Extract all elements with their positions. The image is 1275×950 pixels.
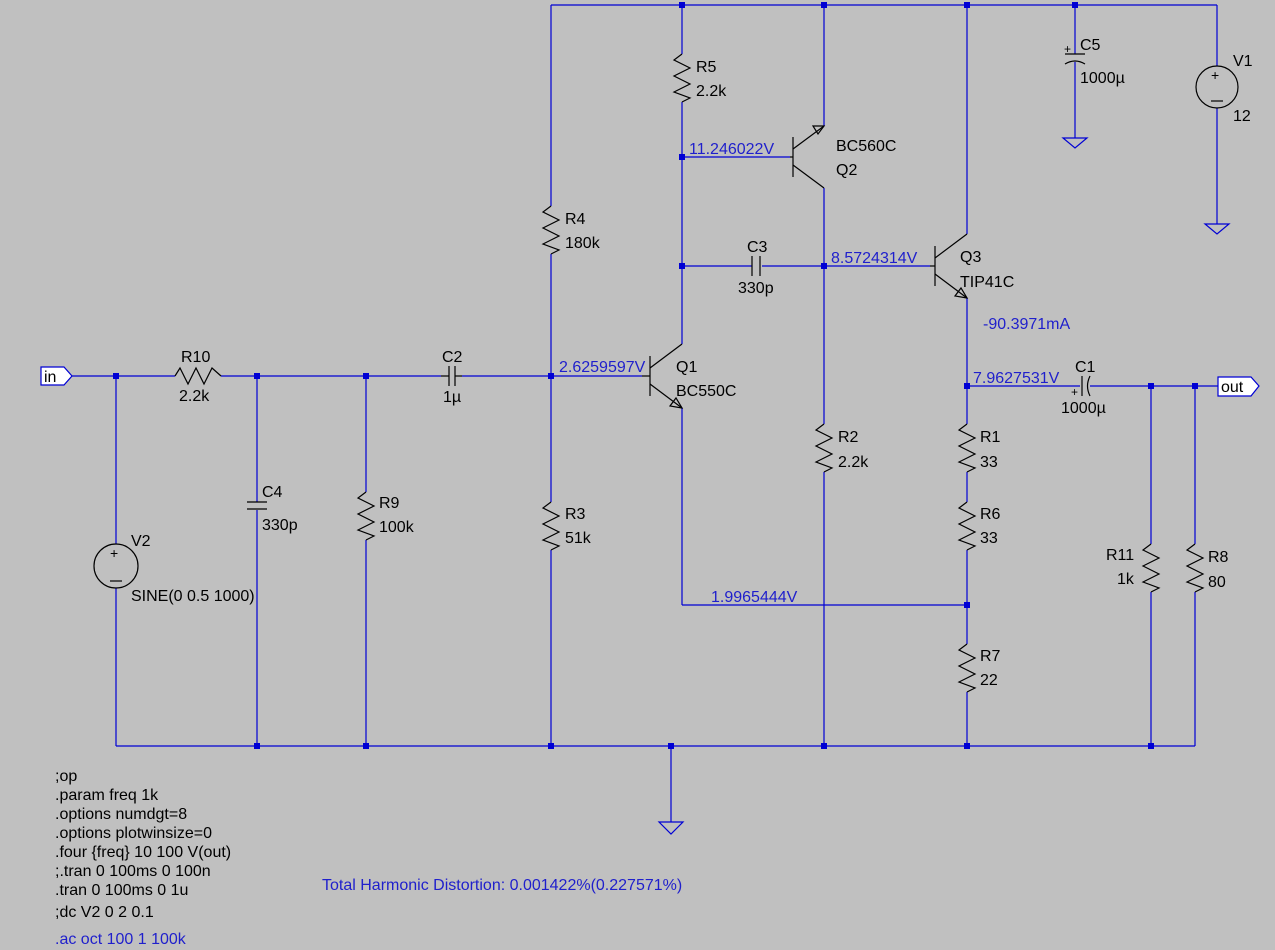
svg-text:2.2k: 2.2k [696, 83, 727, 100]
ground-icon [657, 821, 685, 835]
resistor-r4[interactable]: R4 180k [541, 205, 601, 255]
svg-text:1000µ: 1000µ [1080, 70, 1125, 87]
svg-text:V1: V1 [1233, 53, 1253, 70]
spice-directives[interactable]: ;op .param freq 1k .options numdgt=8 .op… [55, 768, 231, 948]
svg-text:33: 33 [980, 454, 998, 471]
svg-text:80: 80 [1208, 574, 1226, 591]
svg-text:Q3: Q3 [960, 249, 981, 266]
voltage-source-v1[interactable]: + V1 12 [1195, 53, 1253, 125]
svg-text:Q1: Q1 [676, 359, 697, 376]
svg-text:C3: C3 [747, 239, 768, 256]
transistor-q3[interactable]: Q3 TIP41C [930, 233, 1014, 299]
resistor-r2[interactable]: R2 2.2k [814, 423, 869, 473]
svg-text:R4: R4 [565, 211, 586, 228]
svg-text:R3: R3 [565, 506, 586, 523]
svg-text:C4: C4 [262, 484, 283, 501]
svg-text:330p: 330p [262, 517, 298, 534]
svg-text:330p: 330p [738, 280, 774, 297]
ground-icon [1061, 137, 1089, 149]
svg-text:100k: 100k [379, 519, 415, 536]
svg-text:R9: R9 [379, 495, 400, 512]
svg-text:R5: R5 [696, 59, 717, 76]
svg-text:1k: 1k [1117, 571, 1135, 588]
svg-text:51k: 51k [565, 530, 592, 547]
directive-tran-commented: ;.tran 0 100ms 0 100n [55, 863, 211, 880]
resistor-r1[interactable]: R1 33 [957, 423, 1001, 473]
resistor-r7[interactable]: R7 22 [957, 643, 1001, 693]
transistor-q1[interactable]: Q1 BC550C [642, 343, 736, 409]
svg-text:C1: C1 [1075, 359, 1096, 376]
capacitor-c2[interactable]: C2 1µ [441, 349, 463, 406]
svg-text:R11: R11 [1106, 547, 1134, 564]
svg-text:R6: R6 [980, 506, 1001, 523]
svg-text:R7: R7 [980, 648, 1001, 665]
svg-text:1000µ: 1000µ [1061, 400, 1106, 417]
annotation-out-node: 7.9627531V [973, 370, 1060, 387]
svg-text:BC560C: BC560C [836, 138, 896, 155]
svg-text:SINE(0 0.5 1000): SINE(0 0.5 1000) [131, 588, 255, 605]
svg-text:33: 33 [980, 530, 998, 547]
directive-four: .four {freq} 10 100 V(out) [55, 844, 231, 861]
resistor-r11[interactable]: R11 1k [1106, 543, 1161, 593]
directive-param: .param freq 1k [55, 787, 159, 804]
junction-dots [113, 2, 1198, 749]
resistor-r3[interactable]: R3 51k [541, 501, 592, 551]
port-out[interactable]: out [1217, 376, 1260, 397]
directive-plotwinsize: .options plotwinsize=0 [55, 825, 212, 842]
svg-text:R8: R8 [1208, 549, 1229, 566]
directive-dc: ;dc V2 0 2 0.1 [55, 904, 154, 921]
resistor-r5[interactable]: R5 2.2k [672, 53, 727, 103]
capacitor-c3[interactable]: C3 330p [738, 239, 774, 297]
svg-text:+: + [1071, 385, 1078, 399]
directive-tran: .tran 0 100ms 0 1u [55, 882, 188, 899]
capacitor-c5[interactable]: + C5 1000µ [1064, 37, 1125, 87]
svg-text:Q2: Q2 [836, 162, 857, 179]
svg-text:R10: R10 [181, 349, 210, 366]
svg-text:+: + [110, 545, 118, 561]
svg-text:2.2k: 2.2k [838, 454, 869, 471]
ground-icon [1203, 223, 1231, 235]
svg-text:V2: V2 [131, 533, 151, 550]
transistor-q2[interactable]: BC560C Q2 [790, 125, 896, 189]
svg-text:R2: R2 [838, 429, 859, 446]
svg-text:180k: 180k [565, 235, 601, 252]
port-in[interactable]: in [40, 366, 73, 386]
svg-text:R1: R1 [980, 429, 1001, 446]
resistor-r9[interactable]: R9 100k [356, 491, 415, 541]
svg-text:TIP41C: TIP41C [960, 274, 1014, 291]
thd-result: Total Harmonic Distortion: 0.001422%(0.2… [322, 877, 682, 894]
voltage-source-v2[interactable]: + V2 SINE(0 0.5 1000) [93, 533, 255, 605]
directive-op: ;op [55, 768, 77, 785]
resistor-r6[interactable]: R6 33 [957, 501, 1001, 551]
svg-text:2.2k: 2.2k [179, 388, 210, 405]
annotation-q3-base: 8.5724314V [831, 250, 918, 267]
annotation-feedback-node: 1.9965444V [711, 589, 798, 606]
resistor-r8[interactable]: R8 80 [1185, 543, 1229, 593]
wires [72, 4, 1218, 822]
svg-text:C2: C2 [442, 349, 463, 366]
svg-text:+: + [1211, 67, 1219, 83]
svg-text:1µ: 1µ [443, 389, 461, 406]
annotation-q3-current: -90.3971mA [983, 316, 1070, 333]
svg-text:22: 22 [980, 672, 998, 689]
svg-text:in: in [44, 369, 56, 386]
directive-numdgt: .options numdgt=8 [55, 806, 187, 823]
svg-text:+: + [1064, 42, 1071, 56]
svg-text:BC550C: BC550C [676, 383, 736, 400]
capacitor-c1[interactable]: + C1 1000µ [1061, 359, 1106, 417]
annotation-q1-base: 2.6259597V [559, 359, 646, 376]
ground-symbols [657, 137, 1231, 835]
svg-text:out: out [1221, 379, 1244, 396]
directive-ac: .ac oct 100 1 100k [55, 931, 187, 948]
svg-text:C5: C5 [1080, 37, 1101, 54]
capacitor-c4[interactable]: C4 330p [247, 484, 298, 534]
resistor-r10[interactable]: R10 2.2k [174, 349, 222, 405]
op-point-annotations: 11.246022V 8.5724314V -90.3971mA 2.62595… [559, 141, 1070, 606]
annotation-q2-base: 11.246022V [689, 141, 774, 158]
svg-text:12: 12 [1233, 108, 1251, 125]
